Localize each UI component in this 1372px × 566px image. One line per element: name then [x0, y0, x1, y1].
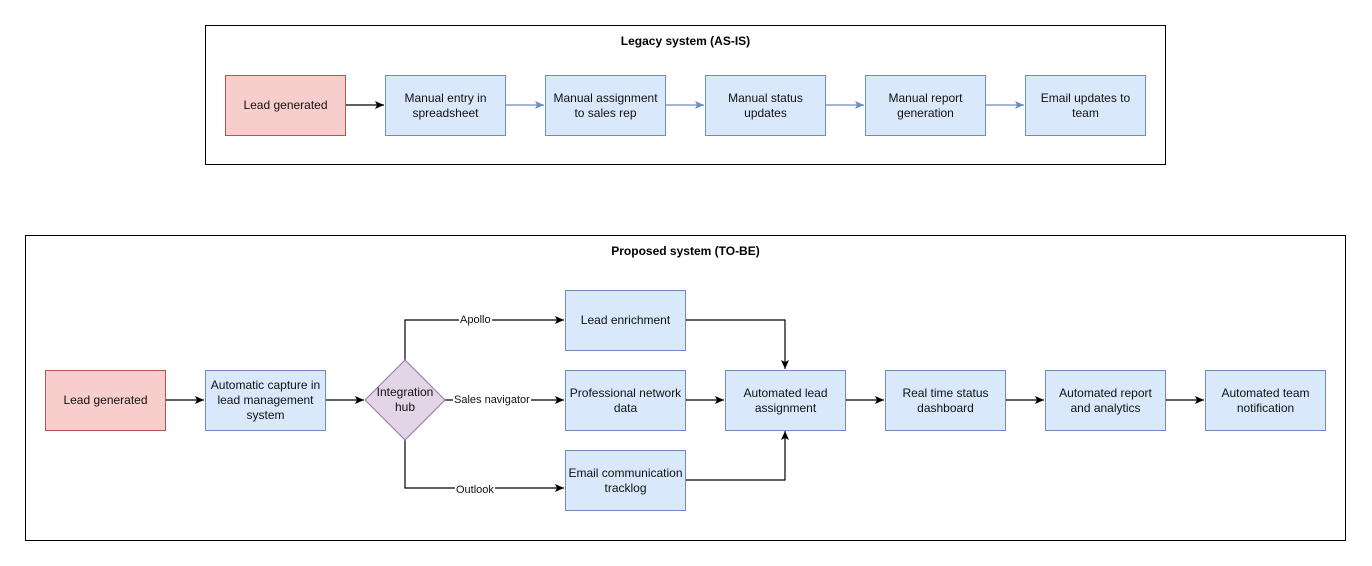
legacy-manual-status-updates[interactable]: Manual status updates	[705, 75, 826, 136]
arrow-enrichment-to-assignment	[685, 319, 789, 369]
legacy-manual-report[interactable]: Manual report generation	[865, 75, 986, 136]
integration-hub-label[interactable]: Integration hub	[376, 385, 434, 414]
proposed-lead-generated[interactable]: Lead generated	[45, 370, 166, 431]
edge-label-apollo: Apollo	[459, 314, 492, 327]
integration-hub-diamond	[364, 359, 446, 441]
legacy-manual-entry[interactable]: Manual entry in spreadsheet	[385, 75, 506, 136]
arrow-hub-to-enrichment	[404, 316, 564, 360]
automated-report-analytics[interactable]: Automated report and analytics	[1045, 370, 1166, 431]
arrow-email-to-assignment	[685, 431, 789, 481]
professional-network-data[interactable]: Professional network data	[565, 370, 686, 431]
arrow-hub-to-email	[404, 440, 564, 492]
edge-label-sales-navigator: Sales navigator	[453, 394, 531, 407]
lead-enrichment[interactable]: Lead enrichment	[565, 290, 686, 351]
automated-lead-assignment[interactable]: Automated lead assignment	[725, 370, 846, 431]
real-time-status-dashboard[interactable]: Real time status dashboard	[885, 370, 1006, 431]
legacy-manual-assignment[interactable]: Manual assignment to sales rep	[545, 75, 666, 136]
legacy-email-updates[interactable]: Email updates to team	[1025, 75, 1146, 136]
legacy-system-title: Legacy system (AS-IS)	[620, 34, 751, 48]
proposed-system-title: Proposed system (TO-BE)	[611, 244, 760, 258]
edge-label-outlook: Outlook	[455, 484, 495, 497]
email-communication-tracklog[interactable]: Email communication tracklog	[565, 450, 686, 511]
legacy-lead-generated[interactable]: Lead generated	[225, 75, 346, 136]
automated-team-notification[interactable]: Automated team notification	[1205, 370, 1326, 431]
legacy-system-frame: Legacy system (AS-IS)	[205, 25, 1166, 165]
automatic-capture[interactable]: Automatic capture in lead management sys…	[205, 370, 326, 431]
